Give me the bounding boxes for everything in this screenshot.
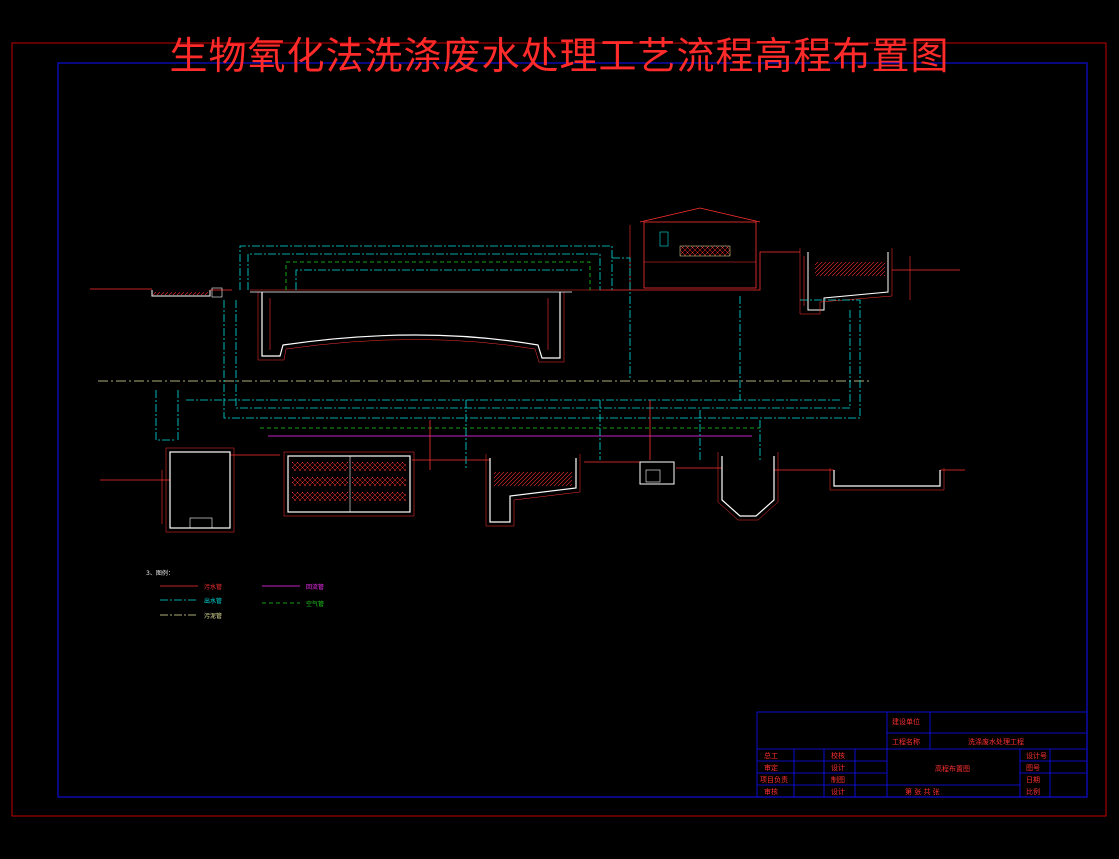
intermediate-pool — [639, 461, 675, 485]
tb-project-name: 洗涤废水处理工程 — [968, 738, 1024, 746]
tb-right-label-0: 设计号 — [1026, 752, 1047, 760]
tb-unit-label: 建设单位 — [892, 718, 920, 726]
machine-room — [629, 207, 761, 290]
clear-water-tank — [829, 468, 945, 491]
tb-role-mid-0: 校核 — [831, 752, 845, 760]
tb-role-mid-2: 制图 — [831, 776, 845, 784]
drawing-title: 生物氧化法洗涤废水处理工艺流程高程布置图 — [169, 34, 950, 78]
tb-sheet-text: 第 张 共 张 — [905, 788, 940, 796]
tb-role-mid-3: 设计 — [831, 788, 845, 796]
legend-return-label: 回流管 — [306, 584, 325, 591]
sludge-thickener — [717, 452, 779, 521]
tb-role-left-2: 项目负责 — [760, 776, 788, 784]
effluent-tank — [799, 248, 960, 315]
tb-right-label-3: 比例 — [1026, 788, 1040, 796]
lower-pipe-network — [100, 390, 965, 481]
tb-role-left-1: 审定 — [764, 764, 778, 772]
upper-pipe-bundle — [223, 245, 861, 419]
legend-air-label: 空气管 — [306, 601, 325, 608]
contact-oxidation-tank — [283, 451, 415, 517]
elevation-marks — [161, 256, 911, 524]
secondary-settling-tank — [485, 454, 581, 527]
tb-role-left-3: 审核 — [764, 788, 778, 796]
tb-right-label-2: 日期 — [1026, 776, 1040, 784]
tb-right-label-1: 图号 — [1026, 764, 1040, 772]
screen-channel — [90, 287, 232, 298]
tb-drawing-name: 高程布置图 — [935, 765, 970, 773]
legend-lines — [160, 585, 300, 616]
regulating-tank — [250, 289, 600, 363]
legend-heading: 3、图例： — [146, 570, 174, 577]
tb-role-left-0: 总工 — [764, 752, 778, 760]
legend-effluent-label: 出水管 — [204, 598, 223, 605]
lift-pump-well — [165, 447, 235, 533]
tb-role-mid-1: 设计 — [831, 764, 845, 772]
title-block-grid — [756, 711, 1088, 798]
tb-project-label: 工程名称 — [892, 738, 920, 746]
outer-frame — [11, 42, 1107, 817]
legend-sludge-label: 污泥管 — [204, 613, 223, 620]
inner-frame — [57, 62, 1088, 798]
legend-sewage-label: 污水管 — [204, 584, 223, 591]
